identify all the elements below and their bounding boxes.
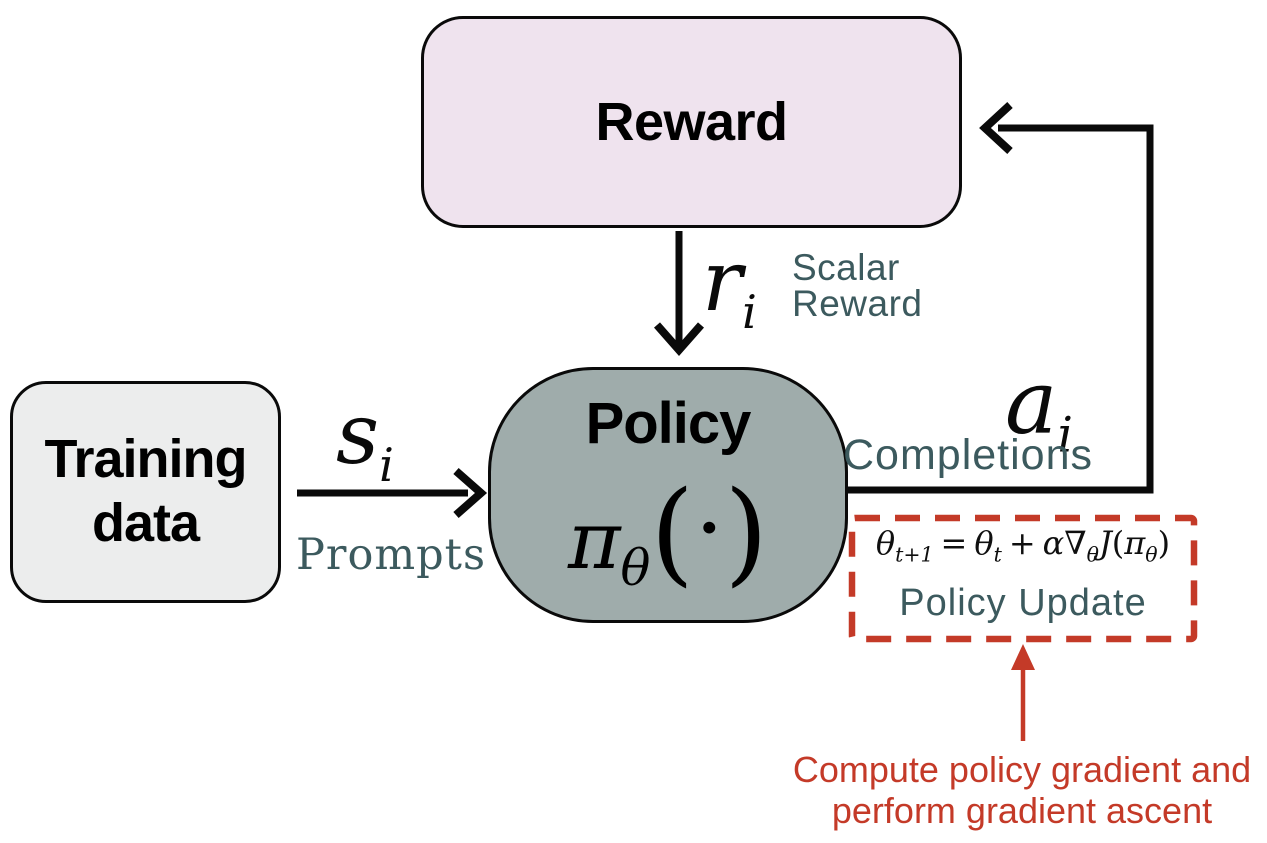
reward-node: Reward [421,16,962,228]
policy-update-formula: θt+1=θt+α∇θJ(πθ) [875,524,1171,567]
policy-node-label: Policy [585,391,752,456]
arrow-left-icon [979,102,1013,154]
scalar-reward-symbol: ri [702,232,757,339]
policy-node: Policy πθ(·) [488,367,848,623]
policy-node-formula: πθ(·) [567,468,769,598]
prompts-symbol: si [336,385,394,492]
annotation-arrow-up-icon [1011,644,1035,670]
completions-label: Completions [843,431,1093,479]
completions-symbol: ai [1005,351,1073,464]
policy-update-label: Policy Update [899,582,1147,624]
prompts-label: Prompts [295,530,487,580]
training-data-node-label: Training data [44,429,247,553]
arrow-right-icon [453,467,488,519]
arrow-down-icon [653,322,705,357]
training-data-node: Training data [10,381,281,603]
gradient-ascent-annotation: Compute policy gradient and perform grad… [792,749,1252,831]
reward-node-label: Reward [595,92,788,152]
scalar-reward-label: Scalar Reward [792,247,923,325]
